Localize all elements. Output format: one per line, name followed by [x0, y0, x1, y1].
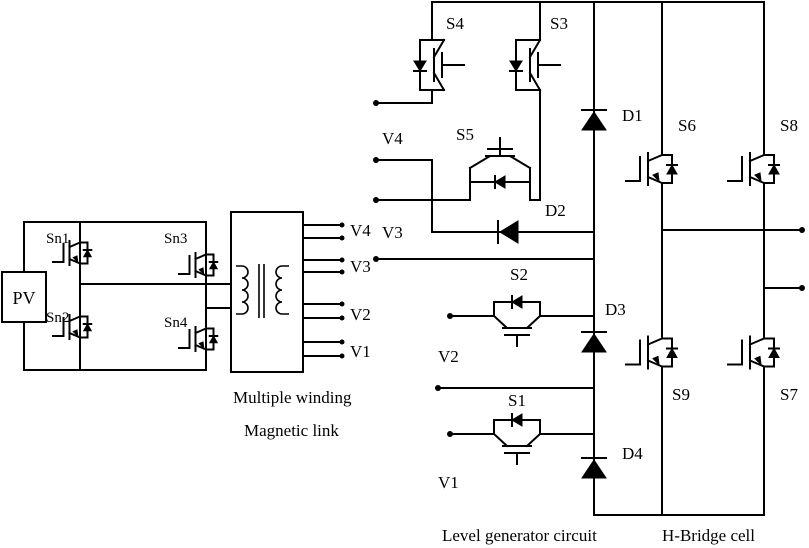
level-generator-caption: Level generator circuit	[442, 526, 597, 545]
tap-v2-label: V2	[350, 305, 371, 324]
s2-label: S2	[510, 265, 528, 284]
s1-switch	[492, 413, 542, 465]
s8-label: S8	[780, 116, 798, 135]
input-v1-label: V1	[438, 473, 459, 492]
s5-label: S5	[456, 125, 474, 144]
s3-label: S3	[550, 14, 568, 33]
level-generator-circuit: V4 V3 V2 V1 S4 S3 S5 S2 S1 D1 D2 D3 D4 L…	[373, 1, 663, 545]
s6-switch	[625, 147, 678, 191]
s1-label: S1	[508, 391, 526, 410]
pv-label: PV	[12, 288, 35, 308]
s7-switch	[727, 329, 780, 376]
sn3-label: Sn3	[164, 231, 187, 247]
d3-diode	[581, 331, 607, 353]
d2-label: D2	[545, 201, 566, 220]
s4-switch	[413, 38, 465, 92]
d1-diode	[581, 109, 607, 131]
d2-diode	[497, 220, 519, 244]
sn4-switch	[178, 307, 219, 371]
d3-label: D3	[605, 300, 626, 319]
s4-label: S4	[446, 14, 464, 33]
sn1-label: Sn1	[46, 231, 69, 247]
full-bridge-inverter: Sn1 Sn2 Sn3 Sn4	[23, 221, 232, 371]
sn2-switch	[52, 283, 93, 371]
sn3-switch	[178, 221, 219, 309]
sn2-label: Sn2	[46, 310, 69, 326]
d1-label: D1	[622, 106, 643, 125]
tap-v3-label: V3	[350, 257, 371, 276]
input-v4-label: V4	[382, 129, 403, 148]
s6-label: S6	[678, 116, 696, 135]
sn1-switch	[52, 221, 93, 285]
sn4-label: Sn4	[164, 315, 188, 331]
h-bridge-caption: H-Bridge cell	[662, 526, 755, 545]
pv-source: PV	[1, 271, 47, 323]
s7-label: S7	[780, 385, 798, 404]
transformer-caption-line1: Multiple winding	[233, 388, 352, 407]
s3-switch	[509, 38, 561, 92]
transformer-caption-line2: Magnetic link	[244, 421, 339, 440]
multiple-winding-transformer: V4 V3 V2 V1 Multiple winding Magnetic li…	[230, 211, 371, 440]
s5-switch	[468, 137, 532, 189]
s9-switch	[625, 329, 678, 376]
input-v3-label: V3	[382, 223, 403, 242]
s8-switch	[727, 147, 780, 191]
d4-diode	[581, 457, 607, 479]
s9-label: S9	[672, 385, 690, 404]
d4-label: D4	[622, 444, 643, 463]
input-v2-label: V2	[438, 347, 459, 366]
tap-v1-label: V1	[350, 342, 371, 361]
tap-v4-label: V4	[350, 221, 371, 240]
s2-switch	[492, 295, 542, 347]
h-bridge-cell: S6 S8 S9 S7 H-Bridge cell	[593, 1, 805, 545]
